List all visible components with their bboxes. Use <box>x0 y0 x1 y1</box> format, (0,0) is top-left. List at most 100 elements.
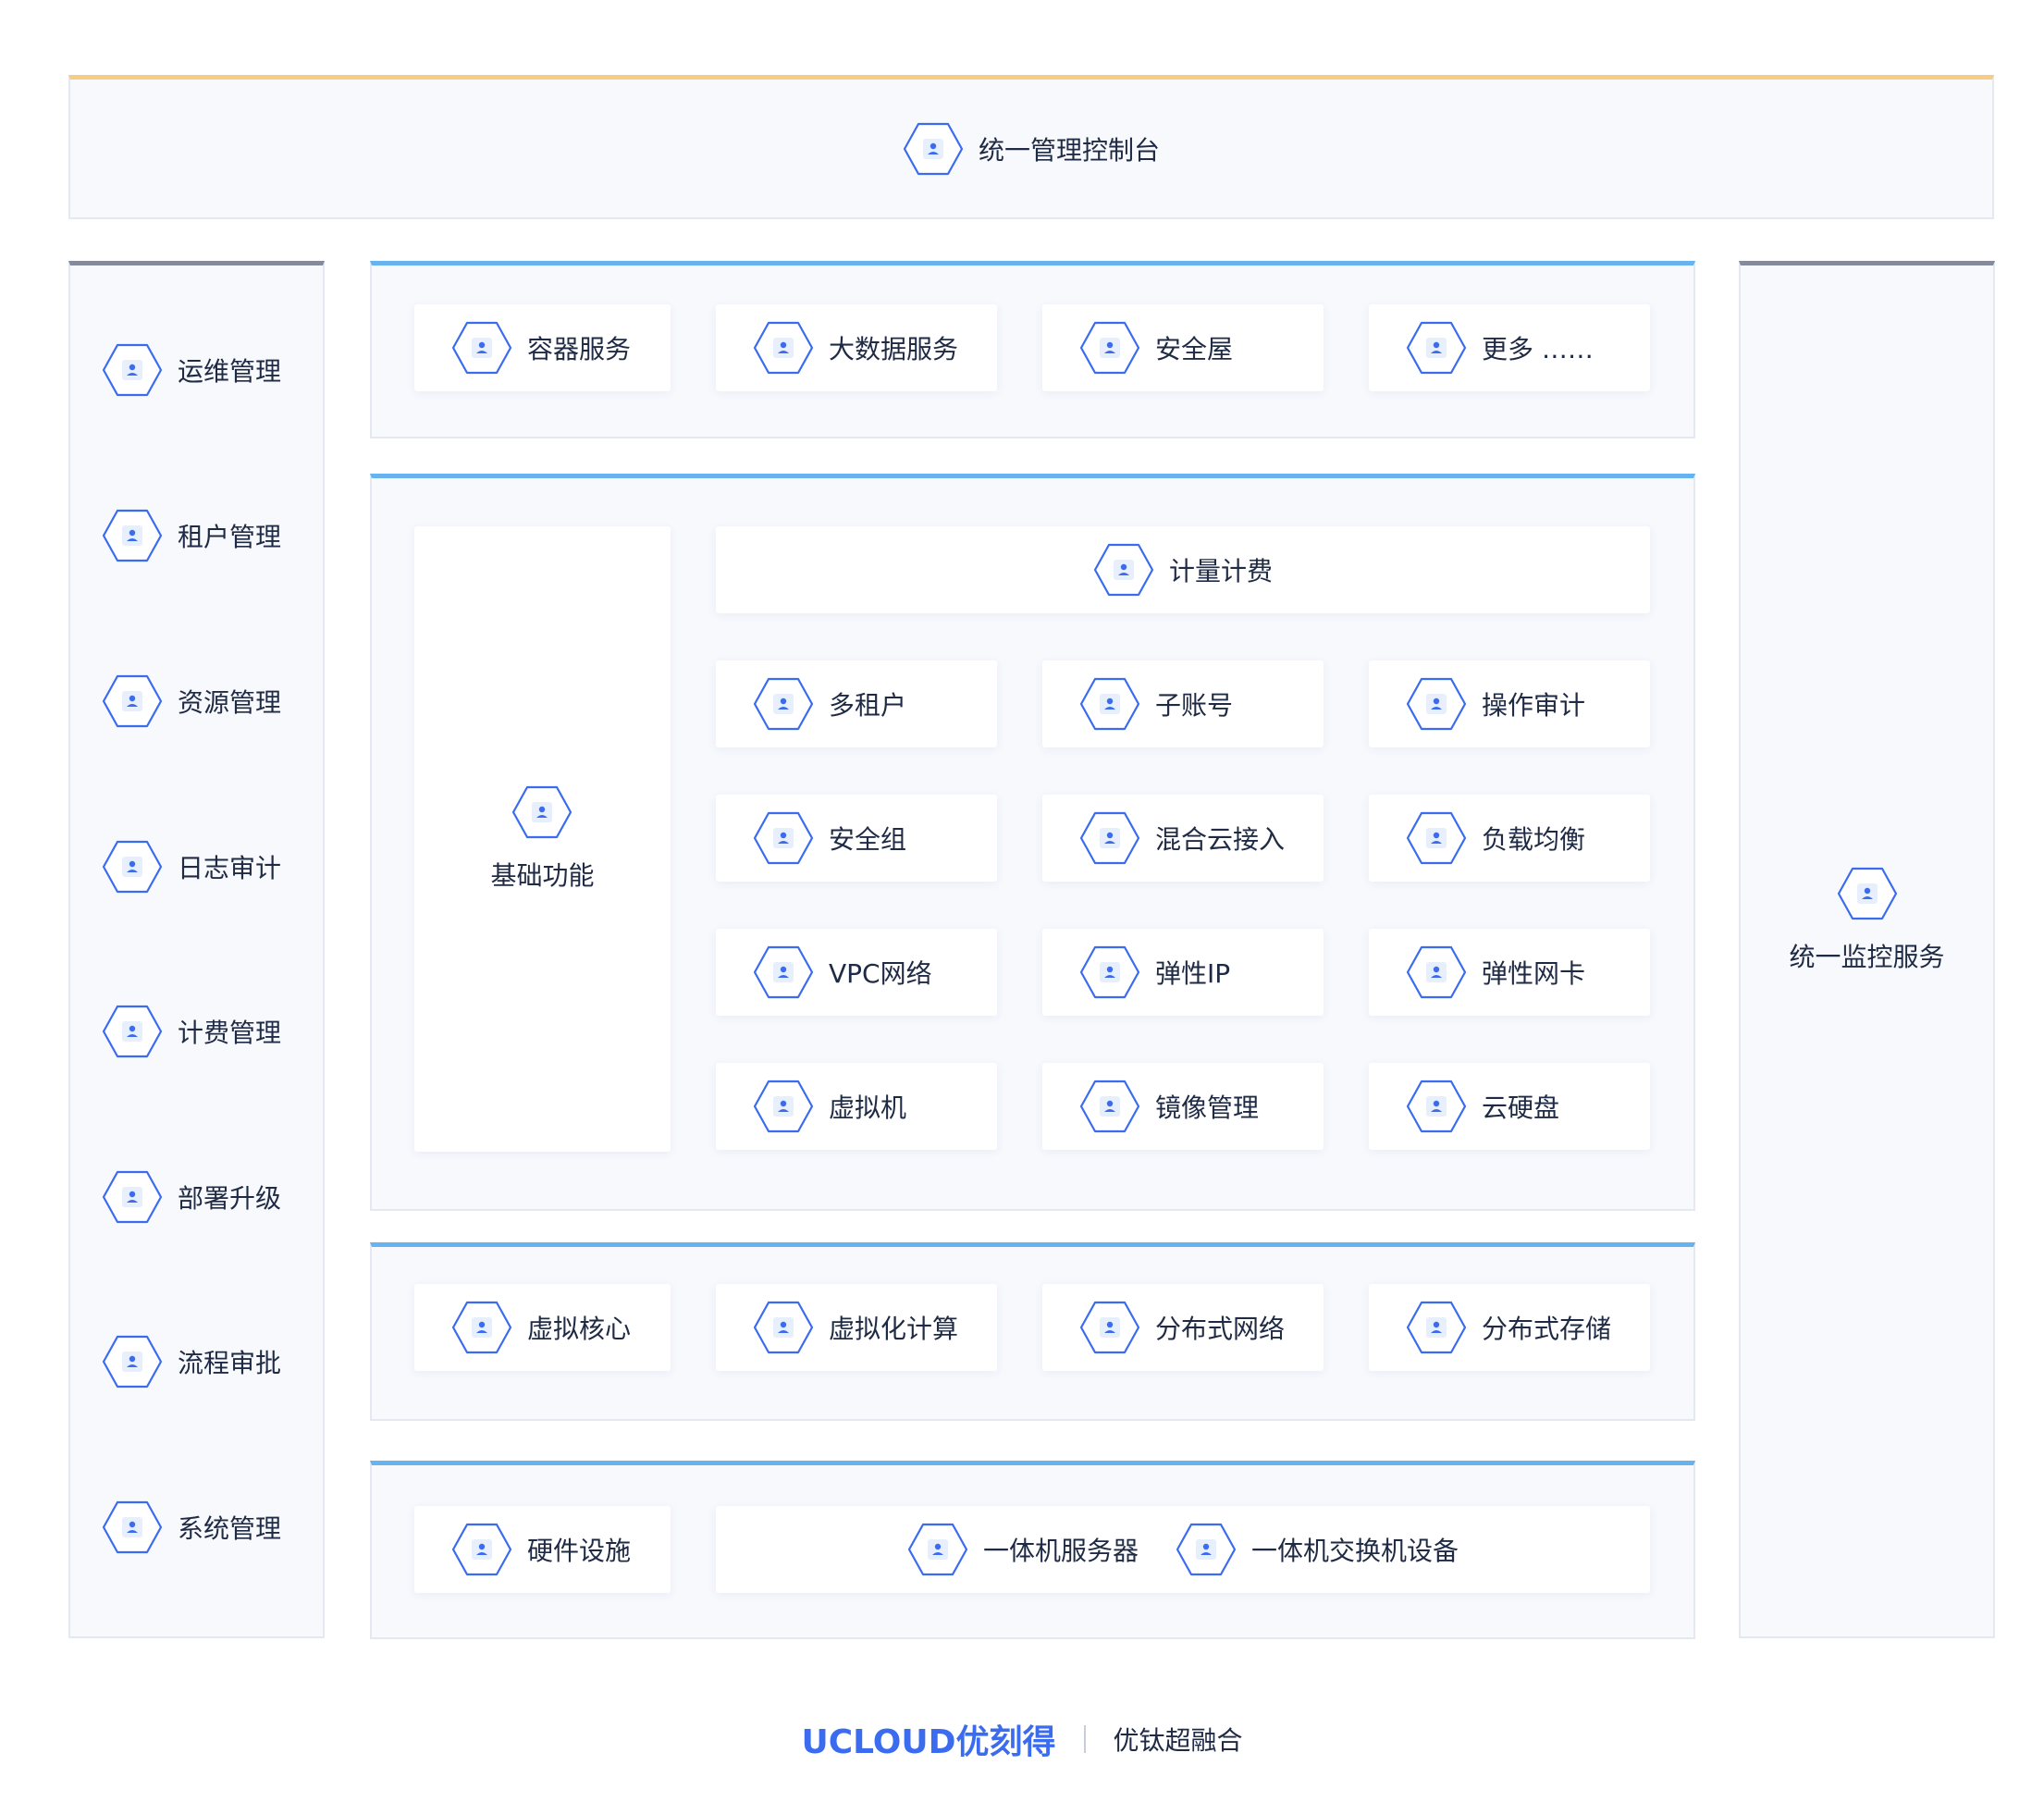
sidebar-item-resource[interactable]: 资源管理 <box>102 674 281 728</box>
feature-card-hybrid-cloud[interactable]: 混合云接入 <box>1042 795 1324 882</box>
monitor-service-item[interactable]: 统一监控服务 <box>1739 867 1995 974</box>
distributed-network-icon <box>1079 1301 1140 1354</box>
user-icon <box>102 840 163 894</box>
sidebar-item-log-audit[interactable]: 日志审计 <box>102 840 281 894</box>
sidebar-item-label: 资源管理 <box>178 687 282 718</box>
service-label: 容器服务 <box>527 334 632 364</box>
right-sidebar <box>1739 261 1995 1638</box>
vpc-icon <box>753 945 814 999</box>
billing-icon <box>1093 543 1154 597</box>
feature-card-vm[interactable]: 虚拟机 <box>716 1063 997 1150</box>
virt-card-core[interactable]: 虚拟核心 <box>414 1284 671 1371</box>
hardware-icon <box>451 1523 512 1576</box>
elastic-ip-icon <box>1079 945 1140 999</box>
feature-card-cloud-disk[interactable]: 云硬盘 <box>1369 1063 1650 1150</box>
user-icon <box>102 1005 163 1058</box>
sidebar-item-system[interactable]: 系统管理 <box>102 1500 281 1554</box>
brand-logo: UCLOUD优刻得 <box>801 1723 1056 1761</box>
sidebar-item-tenant[interactable]: 租户管理 <box>102 509 281 562</box>
bigdata-icon <box>753 321 814 375</box>
virt-card-storage[interactable]: 分布式存储 <box>1369 1284 1650 1371</box>
feature-card-audit[interactable]: 操作审计 <box>1369 660 1650 747</box>
feature-label: 安全组 <box>829 824 907 855</box>
virt-label: 虚拟核心 <box>527 1314 632 1344</box>
container-icon <box>451 321 512 375</box>
sub-account-icon <box>1079 677 1140 731</box>
base-function-card[interactable]: 基础功能 <box>414 526 671 1152</box>
base-function-item: 基础功能 <box>490 785 595 893</box>
user-icon <box>102 343 163 397</box>
switch-icon <box>1176 1523 1237 1576</box>
distributed-storage-icon <box>1406 1301 1467 1354</box>
monitor-icon <box>1837 867 1898 920</box>
user-icon <box>102 1500 163 1554</box>
user-icon <box>102 1335 163 1389</box>
sidebar-item-deploy[interactable]: 部署升级 <box>102 1170 281 1224</box>
sidebar-item-billing[interactable]: 计费管理 <box>102 1005 281 1058</box>
feature-label: 弹性IP <box>1155 958 1231 989</box>
virtual-compute-icon <box>753 1301 814 1354</box>
console-icon <box>903 122 964 176</box>
console-item[interactable]: 统一管理控制台 <box>70 80 1992 217</box>
feature-card-vpc[interactable]: VPC网络 <box>716 929 997 1016</box>
audit-icon <box>1406 677 1467 731</box>
service-label: 更多 …… <box>1482 334 1594 364</box>
secure-house-icon <box>1079 321 1140 375</box>
base-function-icon <box>511 785 573 839</box>
feature-label: 负载均衡 <box>1482 824 1586 855</box>
sidebar-item-label: 租户管理 <box>178 522 282 552</box>
monitor-service-label: 统一监控服务 <box>1789 942 1945 972</box>
feature-label: 镜像管理 <box>1155 1092 1260 1123</box>
feature-card-multi-tenant[interactable]: 多租户 <box>716 660 997 747</box>
load-balancer-icon <box>1406 811 1467 865</box>
elastic-nic-icon <box>1406 945 1467 999</box>
switch-item[interactable]: 一体机交换机设备 <box>1176 1523 1459 1576</box>
feature-card-sub-account[interactable]: 子账号 <box>1042 660 1324 747</box>
base-function-label: 基础功能 <box>490 860 595 891</box>
user-icon <box>102 674 163 728</box>
virt-label: 虚拟化计算 <box>829 1314 959 1344</box>
hardware-card[interactable]: 硬件设施 <box>414 1506 671 1593</box>
billing-label: 计量计费 <box>1168 556 1273 586</box>
console-panel: 统一管理控制台 <box>68 75 1994 219</box>
user-icon <box>102 1170 163 1224</box>
footer: UCLOUD优刻得 优钛超融合 <box>0 1713 2044 1765</box>
feature-label: VPC网络 <box>829 958 932 989</box>
appliance-card[interactable]: 一体机服务器 一体机交换机设备 <box>716 1506 1650 1593</box>
user-icon <box>102 509 163 562</box>
footer-divider <box>1083 1725 1086 1753</box>
switch-label: 一体机交换机设备 <box>1251 1536 1459 1566</box>
vm-icon <box>753 1080 814 1133</box>
hybrid-cloud-icon <box>1079 811 1140 865</box>
sidebar-item-approval[interactable]: 流程审批 <box>102 1335 281 1389</box>
feature-card-security-group[interactable]: 安全组 <box>716 795 997 882</box>
image-icon <box>1079 1080 1140 1133</box>
service-card-bigdata[interactable]: 大数据服务 <box>716 304 997 391</box>
service-card-container[interactable]: 容器服务 <box>414 304 671 391</box>
billing-card[interactable]: 计量计费 <box>716 526 1650 613</box>
virt-card-compute[interactable]: 虚拟化计算 <box>716 1284 997 1371</box>
feature-label: 云硬盘 <box>1482 1092 1560 1123</box>
sidebar-item-label: 计费管理 <box>178 1018 282 1048</box>
feature-label: 子账号 <box>1155 690 1234 721</box>
feature-card-load-balancer[interactable]: 负载均衡 <box>1369 795 1650 882</box>
service-label: 安全屋 <box>1155 334 1234 364</box>
service-card-secure-house[interactable]: 安全屋 <box>1042 304 1324 391</box>
feature-card-image[interactable]: 镜像管理 <box>1042 1063 1324 1150</box>
sidebar-item-label: 系统管理 <box>178 1513 282 1544</box>
cloud-disk-icon <box>1406 1080 1467 1133</box>
virt-card-network[interactable]: 分布式网络 <box>1042 1284 1324 1371</box>
service-card-more[interactable]: 更多 …… <box>1369 304 1650 391</box>
sidebar-item-label: 日志审计 <box>178 853 282 883</box>
feature-card-elastic-nic[interactable]: 弹性网卡 <box>1369 929 1650 1016</box>
sidebar-item-ops[interactable]: 运维管理 <box>102 343 281 397</box>
server-label: 一体机服务器 <box>982 1536 1139 1566</box>
feature-label: 弹性网卡 <box>1482 958 1586 989</box>
sidebar-item-label: 流程审批 <box>178 1348 282 1378</box>
service-label: 大数据服务 <box>829 334 959 364</box>
virt-label: 分布式网络 <box>1155 1314 1286 1344</box>
hardware-label: 硬件设施 <box>527 1536 632 1566</box>
feature-card-elastic-ip[interactable]: 弹性IP <box>1042 929 1324 1016</box>
server-item[interactable]: 一体机服务器 <box>907 1523 1139 1576</box>
feature-label: 虚拟机 <box>829 1092 907 1123</box>
